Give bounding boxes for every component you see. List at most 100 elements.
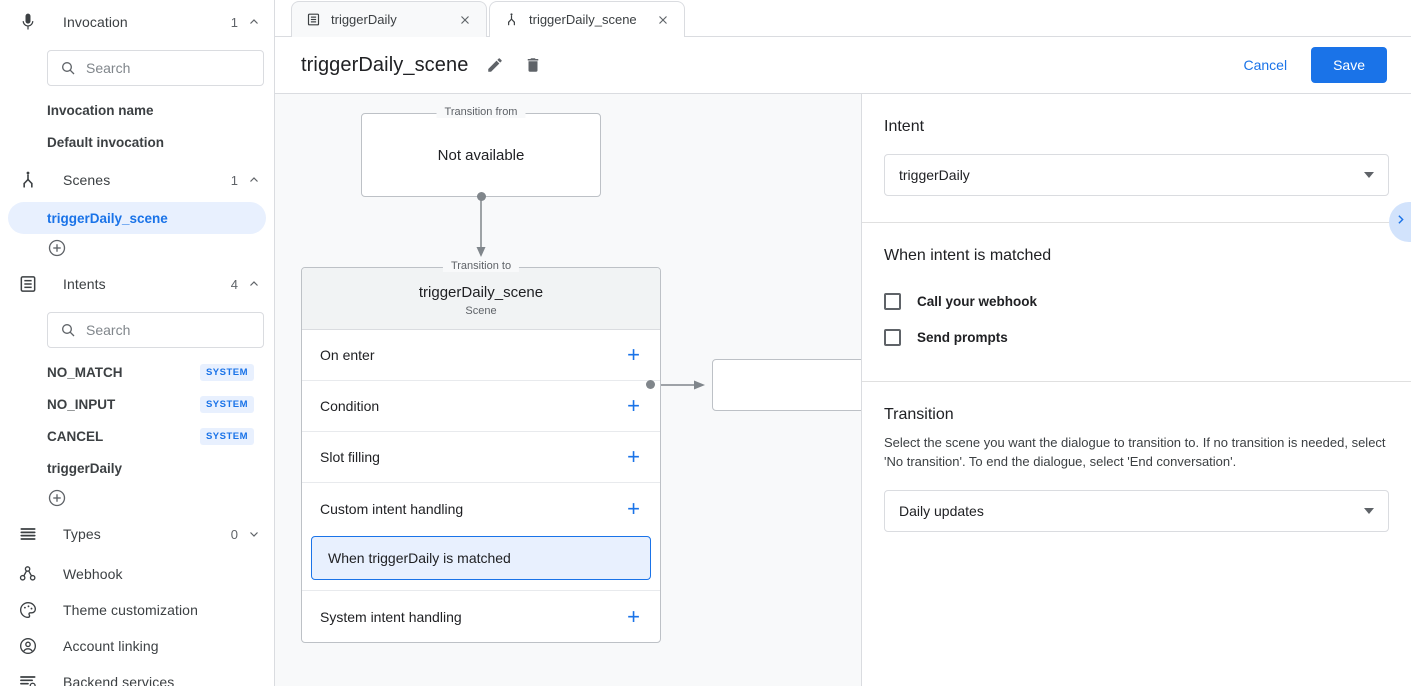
sidebar-item-triggerdaily[interactable]: triggerDaily	[8, 452, 266, 484]
panel-expand-button[interactable]	[1389, 202, 1411, 242]
webhook-icon	[16, 562, 40, 586]
add-scene-row	[0, 234, 274, 262]
dropdown-arrow-icon	[1364, 172, 1374, 178]
status-badge: SYSTEM	[199, 427, 254, 445]
sidebar-group-count: 1	[230, 172, 238, 188]
invocation-search-input[interactable]: Search	[47, 50, 264, 86]
sidebar-item-backend-services[interactable]: Backend services	[0, 664, 274, 686]
add-system-intent-icon[interactable]: +	[627, 603, 640, 629]
sidebar-group-count: 1	[230, 14, 238, 30]
sidebar-item-label: triggerDaily_scene	[47, 210, 168, 226]
when-intent-matched-section: When intent is matched Call your webhook…	[862, 223, 1411, 382]
properties-panel: Intent triggerDaily When intent is match…	[862, 94, 1411, 686]
sidebar-group-label: Intents	[63, 276, 106, 292]
microphone-icon	[16, 10, 40, 34]
option-send-prompts[interactable]: Send prompts	[884, 319, 1389, 355]
sidebar-item-label: CANCEL	[47, 428, 104, 444]
scene-row-system-intent-handling[interactable]: System intent handling +	[302, 591, 660, 642]
scene-graph-canvas[interactable]: Transition from Not available Transition…	[275, 94, 862, 686]
sidebar-item-cancel[interactable]: CANCEL SYSTEM	[8, 420, 266, 452]
tab-bar: triggerDaily triggerDaily_scene	[275, 0, 1411, 38]
intents-search-placeholder: Search	[86, 322, 131, 338]
invocation-search-placeholder: Search	[86, 60, 131, 76]
transition-select[interactable]: Daily updates	[884, 489, 1389, 532]
sidebar-item-label: Invocation name	[47, 102, 154, 118]
transition-select-value: Daily updates	[899, 502, 984, 519]
sidebar-item-label: NO_INPUT	[47, 396, 116, 412]
sidebar-group-label: Scenes	[63, 172, 111, 188]
add-intent-row	[0, 484, 274, 512]
sidebar-group-invocation[interactable]: Invocation 1	[0, 0, 274, 44]
sidebar-group-count: 0	[230, 526, 238, 542]
add-condition-icon[interactable]: +	[627, 393, 640, 418]
transition-from-node[interactable]: Transition from Not available	[361, 106, 601, 197]
tab-triggerdaily[interactable]: triggerDaily	[291, 1, 487, 37]
chevron-down-icon[interactable]	[248, 528, 260, 540]
scene-row-custom-intent-handling[interactable]: Custom intent handling +	[302, 483, 660, 534]
search-icon	[60, 322, 76, 338]
sidebar-item-theme-customization[interactable]: Theme customization	[0, 592, 274, 628]
sidebar-item-label: Account linking	[63, 638, 159, 654]
sidebar-group-scenes[interactable]: Scenes 1	[0, 158, 274, 202]
scene-tab-icon	[504, 12, 519, 27]
add-on-enter-icon[interactable]: +	[627, 342, 640, 367]
add-intent-icon[interactable]	[47, 488, 67, 508]
sidebar-group-count: 4	[230, 276, 238, 292]
scene-node[interactable]: Transition to triggerDaily_scene Scene O…	[301, 260, 661, 643]
add-custom-intent-icon[interactable]: +	[627, 495, 640, 521]
transition-heading: Transition	[884, 406, 954, 423]
handler-edge-dot	[646, 380, 655, 389]
scene-row-condition[interactable]: Condition +	[302, 381, 660, 432]
node-legend: Transition from	[436, 106, 526, 118]
sidebar-item-invocation-name[interactable]: Invocation name	[8, 94, 266, 126]
chevron-up-icon[interactable]	[248, 174, 260, 186]
add-scene-icon[interactable]	[47, 238, 67, 258]
tab-label: triggerDaily_scene	[529, 12, 637, 27]
scene-node-header: triggerDaily_scene Scene	[302, 268, 660, 330]
sidebar-item-webhook[interactable]: Webhook	[0, 556, 274, 592]
sidebar-item-default-invocation[interactable]: Default invocation	[8, 126, 266, 158]
save-button[interactable]: Save	[1311, 47, 1387, 83]
sidebar-group-types[interactable]: Types 0	[0, 512, 274, 556]
checkbox-icon[interactable]	[884, 328, 901, 346]
sidebar-item-no-match[interactable]: NO_MATCH SYSTEM	[8, 356, 266, 388]
intent-tab-icon	[306, 12, 321, 27]
backend-icon	[16, 670, 40, 686]
sidebar-item-label: Backend services	[63, 674, 175, 686]
scene-icon	[16, 168, 40, 192]
transition-target-node[interactable]: Tr Dail	[712, 359, 861, 411]
status-badge: SYSTEM	[199, 363, 254, 381]
pencil-icon[interactable]	[486, 56, 504, 74]
content-body: Transition from Not available Transition…	[275, 94, 1411, 686]
scene-node-subtitle: Scene	[465, 305, 497, 317]
close-icon[interactable]	[656, 13, 670, 27]
option-call-your-webhook[interactable]: Call your webhook	[884, 283, 1389, 319]
close-icon[interactable]	[458, 13, 472, 27]
sidebar-item-triggerdaily-scene[interactable]: triggerDaily_scene	[8, 202, 266, 234]
trash-icon[interactable]	[524, 56, 542, 74]
intent-heading: Intent	[884, 118, 925, 135]
chevron-up-icon[interactable]	[248, 278, 260, 290]
sidebar-group-intents[interactable]: Intents 4	[0, 262, 274, 306]
handler-chip-wrap: When triggerDaily is matched	[302, 534, 660, 580]
intent-handler-chip[interactable]: When triggerDaily is matched	[311, 536, 651, 580]
add-slot-filling-icon[interactable]: +	[627, 444, 640, 469]
cancel-button[interactable]: Cancel	[1233, 49, 1297, 81]
page-title: triggerDaily_scene	[301, 53, 469, 76]
left-sidebar: Invocation 1 Search Invocation name Defa…	[0, 0, 275, 686]
scene-row-label: Condition	[320, 398, 380, 414]
option-label: Send prompts	[917, 329, 1008, 345]
intents-search-input[interactable]: Search	[47, 312, 264, 348]
types-icon	[16, 522, 40, 546]
chevron-up-icon[interactable]	[248, 16, 260, 28]
checkbox-icon[interactable]	[884, 292, 901, 310]
scene-header: triggerDaily_scene Cancel Save	[275, 37, 1411, 94]
tab-triggerdaily-scene[interactable]: triggerDaily_scene	[489, 1, 685, 38]
sidebar-item-no-input[interactable]: NO_INPUT SYSTEM	[8, 388, 266, 420]
scene-row-slot-filling[interactable]: Slot filling +	[302, 432, 660, 483]
account-icon	[16, 634, 40, 658]
scene-row-label: On enter	[320, 347, 375, 363]
scene-row-on-enter[interactable]: On enter +	[302, 330, 660, 381]
intent-select[interactable]: triggerDaily	[884, 154, 1389, 196]
sidebar-item-account-linking[interactable]: Account linking	[0, 628, 274, 664]
